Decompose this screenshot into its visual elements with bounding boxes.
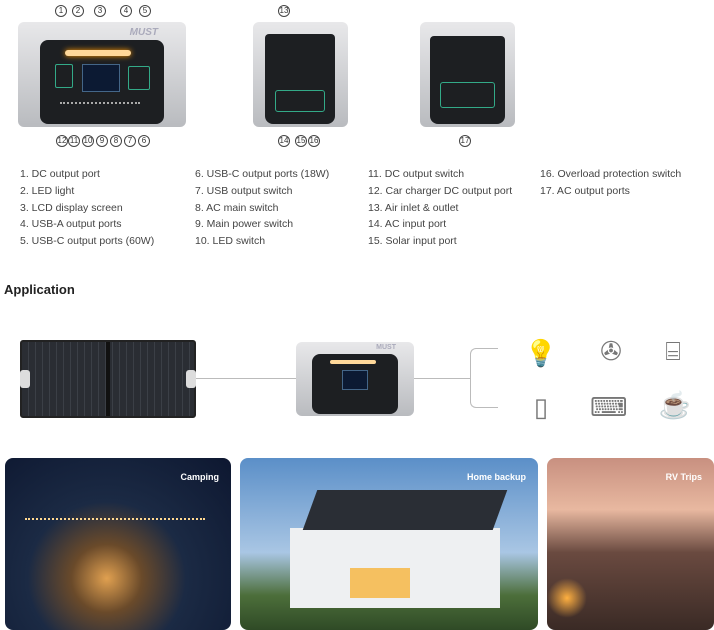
callout: 1 [55,5,67,17]
callout: 17 [459,135,471,147]
callout: 13 [278,5,290,17]
coffee-machine-icon: ☕ [658,390,692,420]
callout: 14 [278,135,290,147]
list-item: 12. Car charger DC output port [368,184,513,197]
callout: 16 [308,135,320,147]
solar-panel [20,340,196,418]
parts-list-col1: 1. DC output port 2. LED light 3. LCD disp… [20,166,154,250]
camping-photo: Camping [5,458,231,630]
list-item: 13. Air inlet & outlet [368,201,459,214]
brand-logo: MUST [129,27,158,38]
air-vent [265,34,335,124]
usb-ports [128,66,150,90]
lcd-display-screen [82,64,120,92]
brand-logo: MUST [376,344,396,351]
tablet-icon: ▯ [533,392,549,422]
callout: 8 [110,135,122,147]
list-item: 10. LED switch [195,235,266,248]
list-item: 14. AC input port [368,218,447,231]
blender-icon: ⌸ [665,336,681,366]
rv-trips-photo: RV Trips [547,458,714,630]
fan-icon: ✇ [600,336,622,366]
list-item: 16. Overload protection switch [540,168,682,180]
list-item: 9. Main power switch [195,218,294,231]
led-light [65,50,131,56]
callout: 2 [72,5,84,17]
callout: 4 [120,5,132,17]
parts-list-col4: 16. Overload protection switch 17. AC out… [540,166,681,200]
parts-list-col3: 11. DC output switch 12. Car charger DC o… [368,166,512,250]
callout: 9 [96,135,108,147]
callout: 7 [124,135,136,147]
list-item: 4. USB-A output ports [20,218,122,231]
callout: 5 [139,5,151,17]
list-item: 6. USB-C output ports (18W) [195,168,330,180]
callout: 6 [138,135,150,147]
scenario-label: Home backup [466,472,526,482]
list-item: 1. DC output port [20,168,100,180]
callout: 12 [56,135,68,147]
front-view-unit: MUST [18,22,186,127]
parts-list-col2: 6. USB-C output ports (18W) 7. USB output… [195,166,329,250]
home-backup-photo: Home backup [240,458,538,630]
callout: 11 [68,135,80,147]
list-item: 11. DC output switch [368,168,465,180]
connection-line [196,378,296,379]
callout: 3 [94,5,106,17]
list-item: 2. LED light [20,184,75,197]
dc-output-port [55,64,73,88]
ac-output-ports [440,82,495,108]
callout: 10 [82,135,94,147]
laptop-icon: ⌨ [590,392,628,422]
bracket [470,348,498,408]
list-item: 15. Solar input port [368,235,457,248]
list-item: 3. LCD display screen [20,201,123,214]
side-view-unit [253,22,348,127]
bulb-icon: 💡 [524,338,558,368]
back-view-unit [420,22,515,127]
list-item: 7. USB output switch [195,184,293,197]
application-heading: Application [4,282,75,297]
connection-line [414,378,470,379]
list-item: 17. AC output ports [540,184,630,197]
scenario-label: RV Trips [665,472,702,482]
list-item: 5. USB-C output ports (60W) [20,235,155,248]
switch-row [60,102,140,108]
callout: 15 [295,135,307,147]
input-panel [275,90,325,112]
power-station: MUST [296,342,414,416]
scenario-label: Camping [180,472,219,482]
list-item: 8. AC main switch [195,201,279,214]
